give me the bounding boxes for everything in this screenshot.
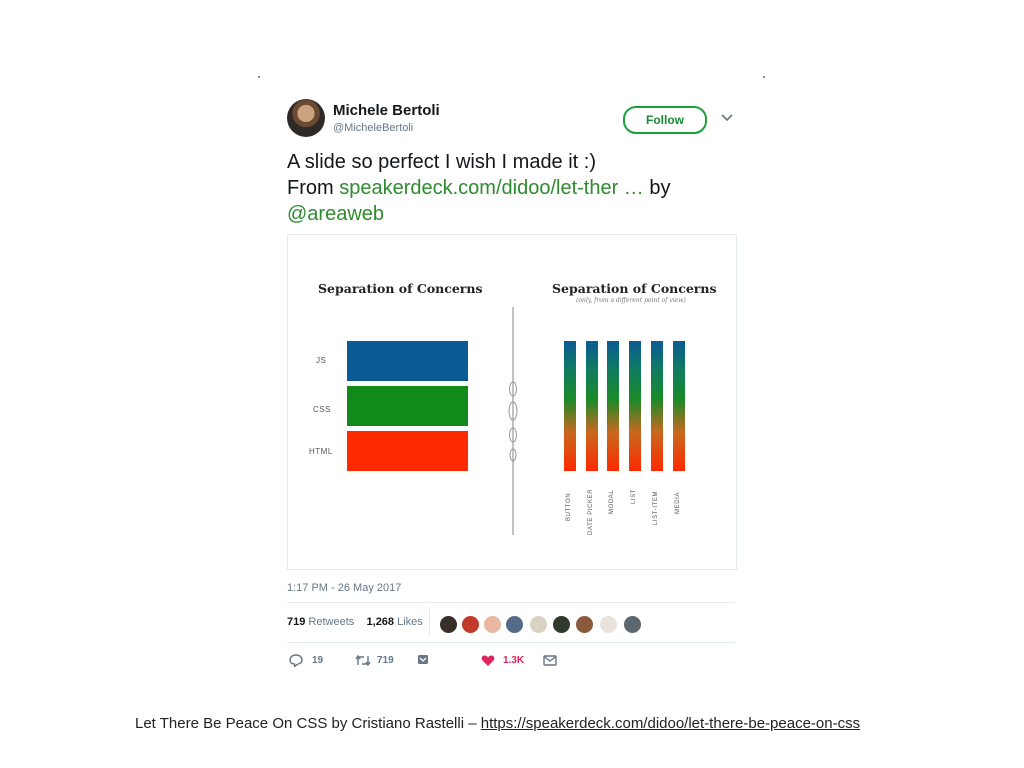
component-bar-list [629, 341, 641, 471]
tweet-text-line-1: A slide so perfect I wish I made it :) [287, 151, 597, 173]
likes-count: 1,268 [366, 616, 395, 628]
stats-divider [429, 606, 430, 636]
liker-avatar[interactable] [575, 615, 594, 634]
layer-bar-js [347, 341, 468, 381]
slide-divider-ornament [508, 307, 518, 535]
slide-corner-mark-left [258, 76, 260, 78]
slide-right-subtitle: (only, from a different point of view) [576, 297, 686, 304]
liker-avatar[interactable] [623, 615, 642, 634]
liker-avatar[interactable] [529, 615, 548, 634]
component-bar-button [564, 341, 576, 471]
tweet-text-prefix: From [287, 177, 340, 199]
tweet-text: A slide so perfect I wish I made it :) F… [287, 149, 737, 227]
chevron-down-icon[interactable] [719, 110, 735, 124]
liker-avatar[interactable] [552, 615, 571, 634]
caption-text: Let There Be Peace On CSS by Cristiano R… [135, 715, 481, 732]
layer-label-css: CSS [313, 405, 331, 414]
like-count: 1.3K [503, 655, 525, 666]
component-bar-media [673, 341, 685, 471]
component-bar-date-picker [586, 341, 598, 471]
avatar[interactable] [287, 99, 325, 137]
component-label-media: MEDIA [675, 491, 681, 514]
heart-icon[interactable] [481, 654, 495, 667]
layer-bar-css [347, 386, 468, 426]
reply-count: 19 [312, 655, 324, 666]
tweet-image-card[interactable]: Separation of Concerns JS CSS HTML Separ… [287, 234, 737, 570]
liker-avatar[interactable] [461, 615, 480, 634]
component-bar-list-item [651, 341, 663, 471]
caption-link[interactable]: https://speakerdeck.com/didoo/let-there-… [480, 715, 861, 732]
follow-button[interactable]: Follow [623, 106, 707, 134]
user-name[interactable]: Michele Bertoli [333, 102, 440, 119]
mail-icon[interactable] [543, 655, 557, 666]
retweets-count: 719 [287, 616, 306, 628]
user-handle[interactable]: @MicheleBertoli [333, 122, 414, 134]
retweets-label[interactable]: Retweets [308, 616, 355, 628]
retweet-icon[interactable] [355, 654, 371, 667]
component-label-list-item: LIST-ITEM [653, 490, 659, 525]
component-label-button: BUTTON [566, 492, 572, 521]
tweet-link[interactable]: speakerdeck.com/didoo/let-ther … [339, 177, 644, 199]
component-label-list: LIST [631, 488, 637, 504]
layer-label-js: JS [316, 356, 327, 365]
tweet-embed: Michele Bertoli @MicheleBertoli Follow A… [287, 92, 737, 682]
slide-right-title: Separation of Concerns [552, 281, 717, 296]
likes-label[interactable]: Likes [397, 616, 423, 628]
layer-bar-html [347, 431, 468, 471]
dm-icon[interactable] [417, 654, 429, 665]
layer-label-html: HTML [309, 447, 333, 456]
tweet-stats: 719 Retweets 1,268 Likes [287, 616, 423, 628]
component-label-date-picker: DATE PICKER [588, 488, 594, 535]
divider [287, 642, 735, 643]
liker-avatar[interactable] [483, 615, 502, 634]
liker-avatar[interactable] [439, 615, 458, 634]
slide-corner-mark-right [763, 76, 765, 78]
tweet-timestamp[interactable]: 1:17 PM - 26 May 2017 [287, 582, 402, 594]
retweet-count: 719 [377, 655, 394, 666]
tweet-text-line-2: From speakerdeck.com/didoo/let-ther … by [287, 175, 737, 201]
component-bar-modal [607, 341, 619, 471]
liker-avatar[interactable] [599, 615, 618, 634]
divider [287, 602, 735, 603]
slide-left-title: Separation of Concerns [318, 281, 483, 296]
reply-icon[interactable] [289, 654, 303, 667]
liker-avatar[interactable] [505, 615, 524, 634]
tweet-text-suffix: by [643, 177, 671, 199]
slide-caption: Let There Be Peace On CSS by Cristiano R… [135, 715, 860, 732]
tweet-mention[interactable]: @areaweb [287, 203, 385, 225]
component-label-modal: MODAL [609, 489, 615, 514]
